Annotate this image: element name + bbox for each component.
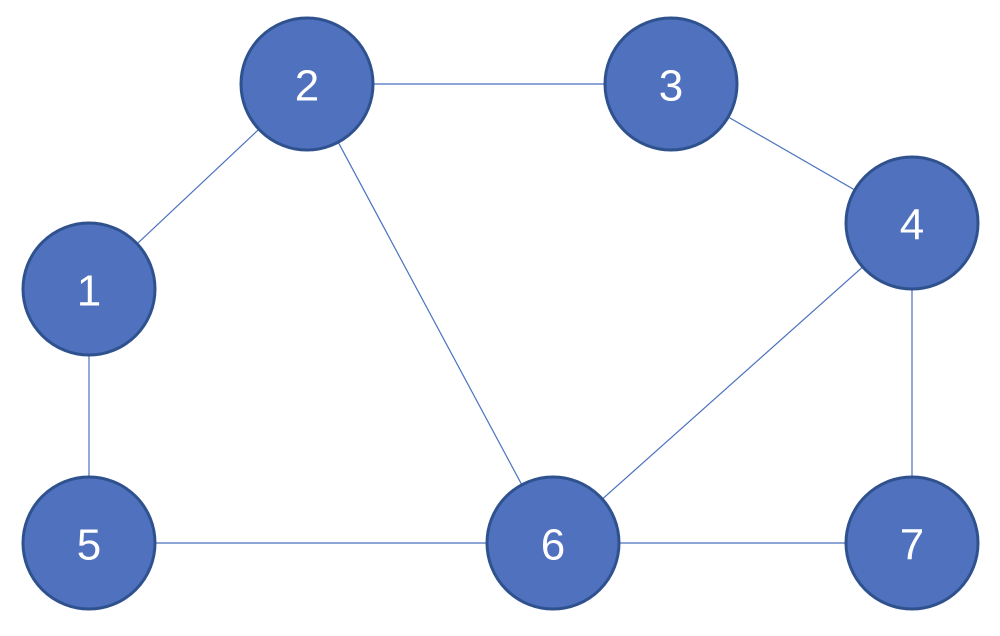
node-circle-2 (239, 16, 375, 152)
node-circle-7 (844, 475, 980, 611)
node-circle-6 (485, 475, 621, 611)
edges-layer (88, 83, 913, 544)
node-label-3: 3 (659, 62, 683, 111)
node-circle-5 (21, 475, 157, 611)
node-4: 4 (844, 155, 980, 291)
node-label-6: 6 (541, 521, 565, 570)
edge-4-6 (552, 222, 913, 544)
node-6: 6 (485, 475, 621, 611)
node-label-4: 4 (900, 201, 924, 250)
node-1: 1 (21, 221, 157, 357)
node-label-2: 2 (295, 62, 319, 111)
node-circle-1 (21, 221, 157, 357)
node-7: 7 (844, 475, 980, 611)
node-5: 5 (21, 475, 157, 611)
node-circle-3 (603, 16, 739, 152)
node-3: 3 (603, 16, 739, 152)
node-label-7: 7 (900, 521, 924, 570)
node-circle-4 (844, 155, 980, 291)
node-label-1: 1 (77, 267, 101, 316)
edge-2-6 (306, 83, 554, 544)
nodes-layer: 1 2 3 4 5 6 7 (21, 16, 980, 611)
node-label-5: 5 (77, 521, 101, 570)
node-2: 2 (239, 16, 375, 152)
